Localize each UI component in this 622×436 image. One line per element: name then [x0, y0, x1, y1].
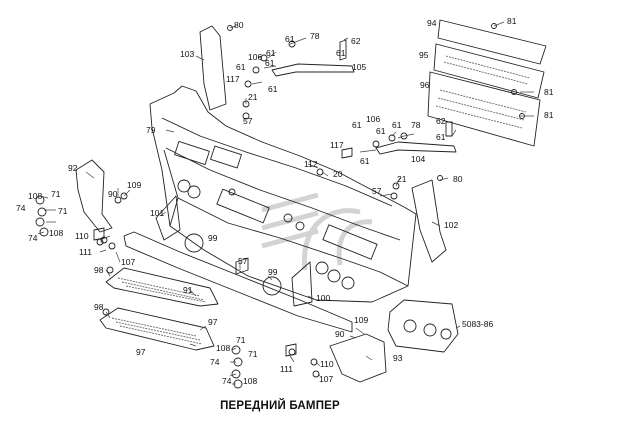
label-112: 112: [304, 159, 318, 169]
fasteners-top: [100, 23, 525, 316]
left-upper-bracket: [199, 25, 227, 111]
upper-grille-panels: [427, 19, 547, 147]
label-110: 110: [75, 231, 89, 241]
label-79: 79: [146, 125, 156, 135]
flap-101: [155, 195, 181, 241]
label-117: 117: [226, 74, 240, 84]
label-90: 90: [335, 329, 345, 339]
label-61: 61: [436, 132, 446, 142]
label-61: 61: [285, 34, 295, 44]
label-61: 61: [265, 58, 275, 68]
label-74: 74: [222, 376, 232, 386]
lower-spoiler-strip: [123, 231, 353, 333]
label-108: 108: [216, 343, 230, 353]
right-bracket: [411, 179, 447, 263]
label-97: 97: [208, 317, 218, 327]
label-110: 110: [320, 359, 334, 369]
lower-grille-lower: [99, 307, 215, 351]
mid-mount-strap: [375, 141, 457, 155]
label-96: 96: [420, 80, 430, 90]
left-end-cap: [75, 159, 113, 233]
label-62: 62: [436, 116, 446, 126]
label-91: 91: [183, 285, 193, 295]
label-21: 21: [397, 174, 407, 184]
label-5083-86: 5083-86: [462, 319, 493, 329]
label-71: 71: [248, 349, 258, 359]
label-80: 80: [234, 20, 244, 30]
label-61: 61: [376, 126, 386, 136]
label-61: 61: [352, 120, 362, 130]
label-109: 109: [354, 315, 368, 325]
label-99: 99: [208, 233, 218, 243]
label-92: 92: [68, 163, 78, 173]
label-105: 105: [352, 62, 366, 72]
label-108: 108: [28, 191, 42, 201]
leader-lines: [37, 21, 534, 385]
label-20: 20: [333, 169, 343, 179]
label-21: 21: [248, 92, 258, 102]
lower-grille-upper: [105, 267, 219, 307]
label-106: 106: [366, 114, 380, 124]
watermark-logo: [261, 192, 373, 271]
fog-lamp-lower: [262, 276, 282, 296]
right-end-cap: [329, 333, 387, 383]
flap-100: [291, 261, 313, 307]
light-unit-5083-86: [387, 299, 459, 353]
label-107: 107: [319, 374, 333, 384]
label-101: 101: [150, 208, 164, 218]
label-61: 61: [336, 48, 346, 58]
diagram-caption: ПЕРЕДНИЙ БАМПЕР: [220, 400, 340, 412]
label-100: 100: [316, 293, 330, 303]
label-62: 62: [351, 36, 361, 46]
label-102: 102: [444, 220, 458, 230]
label-74: 74: [210, 357, 220, 367]
label-99: 99: [268, 267, 278, 277]
label-108: 108: [243, 376, 257, 386]
bumper-body: [149, 85, 417, 303]
label-71: 71: [51, 189, 61, 199]
label-95: 95: [419, 50, 429, 60]
label-78: 78: [310, 31, 320, 41]
label-81: 81: [544, 87, 554, 97]
callout-labels: 80 78 62 94 81 103 61 106 61 61 105 95 6…: [16, 16, 554, 386]
label-74: 74: [16, 203, 26, 213]
label-107: 107: [121, 257, 135, 267]
label-103: 103: [180, 49, 194, 59]
upper-mount-strap: [271, 63, 355, 77]
label-109: 109: [127, 180, 141, 190]
label-74: 74: [28, 233, 38, 243]
label-98: 98: [94, 302, 104, 312]
label-106: 106: [248, 52, 262, 62]
label-117: 117: [330, 140, 344, 150]
label-78: 78: [411, 120, 421, 130]
label-111: 111: [280, 364, 293, 374]
label-61: 61: [266, 48, 276, 58]
label-71: 71: [58, 206, 68, 216]
label-97: 97: [136, 347, 146, 357]
fog-lamp-upper: [184, 233, 204, 253]
label-57: 57: [238, 256, 248, 266]
label-61: 61: [360, 156, 370, 166]
label-57: 57: [372, 186, 382, 196]
label-80: 80: [453, 174, 463, 184]
label-93: 93: [393, 353, 403, 363]
label-98: 98: [94, 265, 104, 275]
label-90: 90: [108, 189, 118, 199]
label-57: 57: [243, 116, 253, 126]
label-104: 104: [411, 154, 425, 164]
label-61: 61: [392, 120, 402, 130]
label-111: 111: [79, 247, 92, 257]
label-94: 94: [427, 18, 437, 28]
label-81: 81: [507, 16, 517, 26]
label-81: 81: [544, 110, 554, 120]
label-61: 61: [268, 84, 278, 94]
label-108: 108: [49, 228, 63, 238]
label-71: 71: [236, 335, 246, 345]
label-61: 61: [236, 62, 246, 72]
